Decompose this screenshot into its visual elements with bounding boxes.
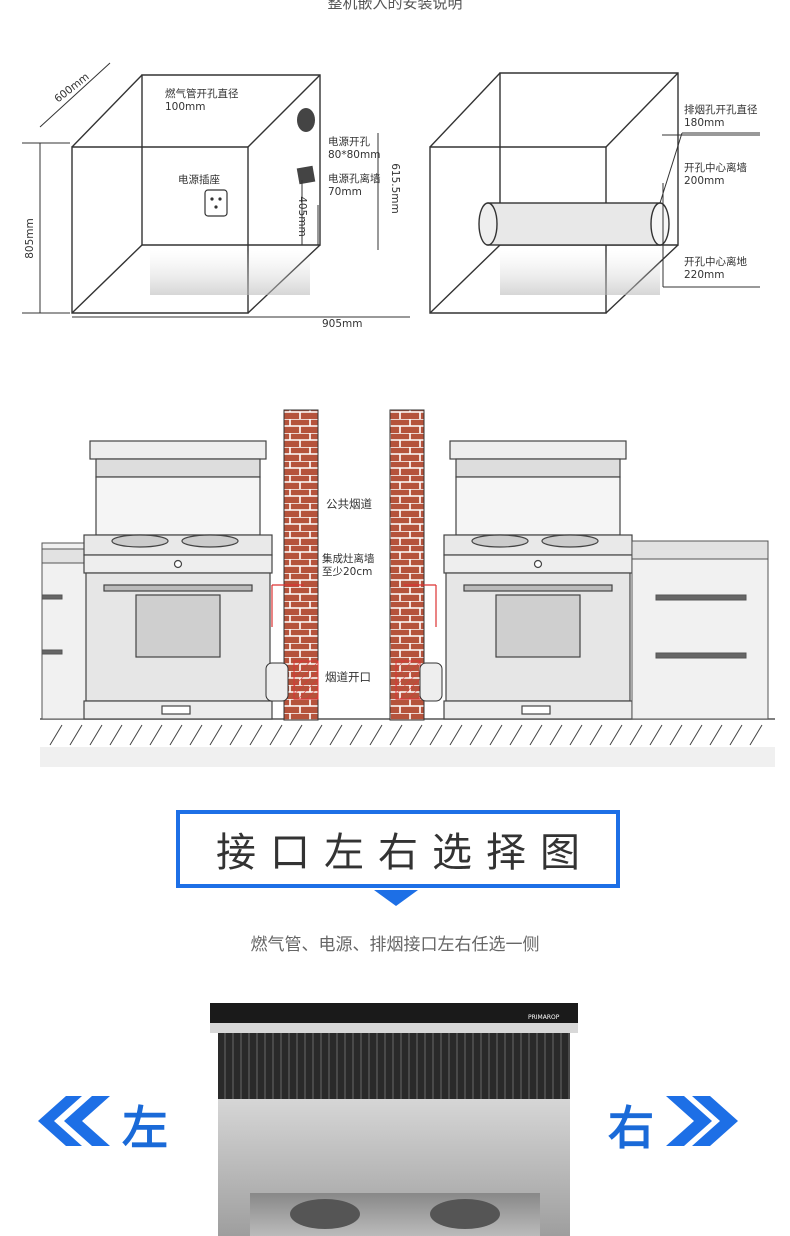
public-flue-label: 公共烟道 <box>326 497 372 511</box>
right-chevrons-icon <box>666 1096 738 1146</box>
brand-logo: PRIMAROP <box>528 1014 560 1021</box>
height-615-label: 615.5mm <box>388 163 401 214</box>
exhaust-hole-label: 排烟孔开孔直径 180mm <box>684 104 758 129</box>
power-hole-label: 电源开孔 80*80mm <box>328 136 381 161</box>
chimney-installation-diagram <box>40 409 775 767</box>
left-chevrons-icon <box>38 1096 110 1146</box>
selector-title: 接口左右选择图 <box>216 830 594 876</box>
product-image: PRIMAROP <box>210 1003 578 1236</box>
left-label: 左 <box>122 1101 168 1155</box>
center-floor-label: 开孔中心离地 220mm <box>684 256 747 281</box>
power-hole-wall-label: 电源孔离墙 70mm <box>328 173 381 198</box>
gas-hole-label: 燃气管开孔直径 100mm <box>165 88 239 113</box>
page-title: 整机嵌入的安装说明 <box>327 0 463 12</box>
height-805-label: 805mm <box>23 218 36 259</box>
down-triangle-icon <box>374 890 418 906</box>
selector-subtitle: 燃气管、电源、排烟接口左右任选一侧 <box>250 935 540 955</box>
right-label: 右 <box>608 1101 654 1155</box>
flue-opening-label: 烟道开口 <box>325 670 371 684</box>
cabinet-left-diagram <box>22 62 410 318</box>
center-wall-label: 开孔中心离墙 200mm <box>684 162 747 187</box>
exhaust-pipe <box>478 202 670 246</box>
power-socket-icon <box>204 189 228 217</box>
right-stove <box>443 440 633 720</box>
cabinet-right-diagram <box>429 72 760 314</box>
height-405-label: 405mm <box>295 196 308 237</box>
left-stove <box>83 440 273 720</box>
distance-label: 集成灶离墙 至少20cm <box>322 553 375 578</box>
width-label: 905mm <box>322 318 363 330</box>
power-socket-label: 电源插座 <box>178 174 220 186</box>
selector-title-box: 接口左右选择图 <box>176 810 620 888</box>
